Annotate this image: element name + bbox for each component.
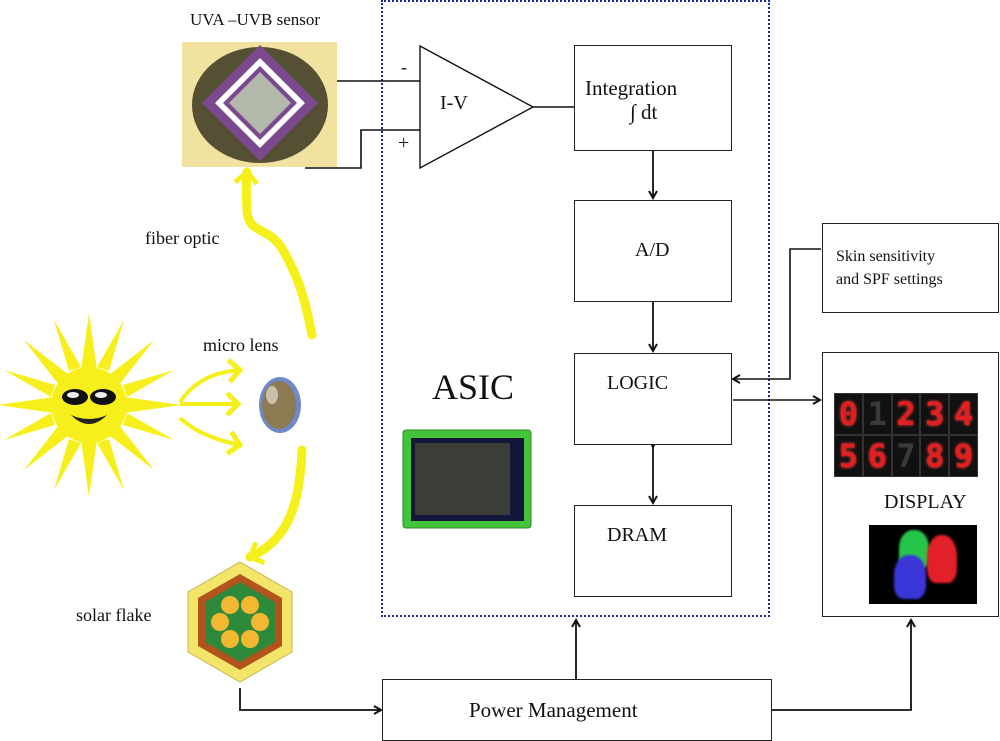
power-management-label: Power Management bbox=[469, 698, 638, 722]
integration-block: Integration ∫ dt bbox=[574, 45, 732, 151]
uv-sensor-image bbox=[182, 42, 337, 167]
amp-plus-label: + bbox=[398, 132, 410, 154]
segment-row-2: 5 6 7 8 9 bbox=[834, 435, 978, 477]
segment-digit: 8 bbox=[920, 435, 950, 477]
solar-flake-label: solar flake bbox=[76, 605, 152, 625]
fiber-optic-label: fiber optic bbox=[145, 228, 220, 248]
adc-label: A/D bbox=[635, 239, 670, 261]
segment-row-1: 0 1 2 3 4 bbox=[834, 393, 978, 435]
segment-digit: 4 bbox=[949, 393, 978, 435]
amp-minus-label: - bbox=[401, 57, 407, 77]
sun-ray-arrow-top bbox=[178, 358, 244, 404]
segment-digit: 0 bbox=[834, 393, 863, 435]
amplifier-label: I-V bbox=[440, 92, 468, 114]
skin-sensitivity-label: Skin sensitivity bbox=[836, 248, 936, 265]
asic-boundary bbox=[381, 0, 770, 617]
solar-flake-image bbox=[187, 561, 293, 683]
display-label: DISPLAY bbox=[884, 491, 967, 513]
segment-digit: 7 bbox=[891, 435, 921, 477]
blue-led bbox=[894, 555, 926, 599]
micro-lens-image bbox=[259, 377, 301, 433]
red-led bbox=[927, 535, 957, 583]
skin-sensitivity-block: Skin sensitivity and SPF settings bbox=[822, 223, 999, 313]
sun-icon bbox=[0, 313, 181, 497]
asic-label: ASIC bbox=[432, 367, 515, 407]
micro-lens-label: micro lens bbox=[203, 335, 279, 355]
sun-ray-arrow-bottom bbox=[178, 416, 244, 456]
logic-block: LOGIC bbox=[574, 353, 732, 445]
spf-settings-label: and SPF settings bbox=[836, 271, 943, 288]
power-management-block: Power Management bbox=[382, 679, 772, 741]
segment-digit: 9 bbox=[949, 435, 978, 477]
arrow-solar-to-power bbox=[239, 688, 381, 710]
fiber-optic-arrow bbox=[233, 167, 317, 340]
segment-digit: 5 bbox=[834, 435, 863, 477]
logic-label: LOGIC bbox=[607, 372, 669, 394]
lens-to-solar-arrow bbox=[245, 445, 307, 566]
asic-chip-image bbox=[402, 429, 532, 529]
segment-digit: 6 bbox=[862, 435, 892, 477]
arrow-power-to-display bbox=[772, 620, 911, 711]
dram-label: DRAM bbox=[607, 524, 668, 546]
rgb-led-image bbox=[869, 525, 977, 604]
uv-sensor-label: UVA –UVB sensor bbox=[190, 10, 321, 29]
integration-label: Integration bbox=[585, 76, 678, 100]
segment-digit: 2 bbox=[891, 393, 921, 435]
dram-block: DRAM bbox=[574, 505, 732, 597]
arrow-settings-to-logic bbox=[733, 248, 821, 379]
integral-dt-label: ∫ dt bbox=[630, 100, 658, 124]
segment-digit: 1 bbox=[862, 393, 892, 435]
seven-segment-display: 0 1 2 3 4 5 6 7 8 9 bbox=[834, 393, 978, 477]
segment-digit: 3 bbox=[920, 393, 950, 435]
adc-block: A/D bbox=[574, 200, 732, 302]
wire-plus bbox=[305, 129, 420, 169]
amplifier-triangle bbox=[419, 44, 535, 170]
